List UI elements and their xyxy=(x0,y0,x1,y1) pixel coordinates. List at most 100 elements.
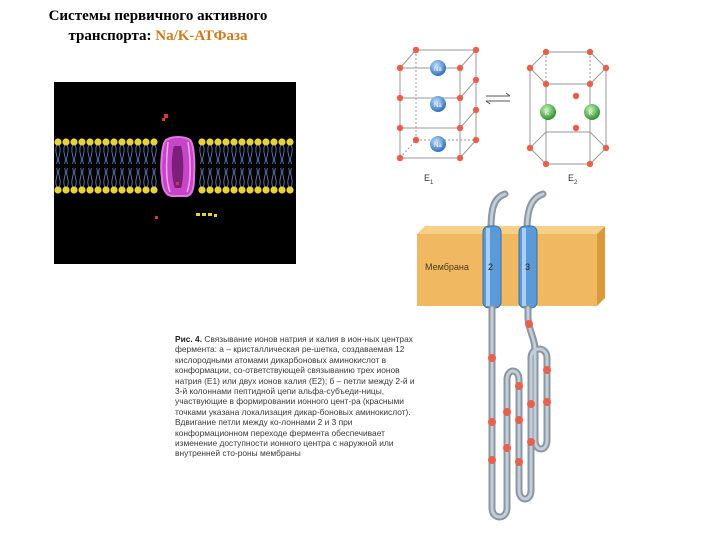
lipid-tail xyxy=(135,167,138,188)
lipid-tail xyxy=(55,144,58,165)
lipid-tail xyxy=(154,167,157,188)
lipid-head xyxy=(62,186,70,194)
lipid-tail xyxy=(271,144,274,165)
lipid-head xyxy=(286,138,294,146)
lipid-tail xyxy=(98,167,101,188)
ion-particle xyxy=(202,213,206,216)
lipid-tail xyxy=(250,167,253,188)
na-ion xyxy=(430,60,446,76)
lipid-tail xyxy=(103,167,106,188)
lipid-head xyxy=(78,138,86,146)
lipid-head xyxy=(214,138,222,146)
lipid-tail xyxy=(207,167,210,188)
lipid-tail xyxy=(146,167,149,188)
lipid-head xyxy=(238,138,246,146)
lipid-head xyxy=(198,138,206,146)
k-ions xyxy=(540,104,600,120)
lipid-tail xyxy=(106,144,109,165)
lipid-bilayer xyxy=(54,138,294,194)
ion-particle xyxy=(176,182,179,185)
lipid-tail xyxy=(151,144,154,165)
lipid-tail xyxy=(63,144,66,165)
lipid-tail xyxy=(218,144,221,165)
ion-particle xyxy=(214,214,217,217)
lipid-tail xyxy=(226,167,229,188)
lipid-head xyxy=(254,138,262,146)
lipid-head xyxy=(286,186,294,194)
ion-particle xyxy=(155,216,158,219)
dicarboxylic-sites xyxy=(488,320,551,466)
lipid-tail xyxy=(287,144,290,165)
lipid-tail xyxy=(263,144,266,165)
lipid-tail xyxy=(58,167,61,188)
lipid-tail xyxy=(223,167,226,188)
lipid-head xyxy=(198,186,206,194)
lipid-tail xyxy=(218,167,221,188)
lipid-head xyxy=(222,186,230,194)
lipid-tail xyxy=(95,144,98,165)
caption-lead: Рис. 4. xyxy=(175,334,203,344)
lattice-e2-nodes xyxy=(526,48,610,168)
lipid-head xyxy=(134,186,142,194)
lipid-tail xyxy=(290,167,293,188)
lipid-tail xyxy=(143,167,146,188)
ion-particle xyxy=(208,213,212,216)
lipid-head xyxy=(206,186,214,194)
lipid-head xyxy=(214,186,222,194)
lipid-tail xyxy=(111,144,114,165)
lipid-head xyxy=(62,138,70,146)
k-ion xyxy=(584,104,600,120)
lipid-tail xyxy=(82,167,85,188)
lipid-head xyxy=(270,138,278,146)
helix-membrane-figure: Мембрана 2 3 xyxy=(415,190,615,530)
lipid-head xyxy=(238,186,246,194)
state-e2-label: E xyxy=(568,173,574,183)
lipid-head xyxy=(54,138,62,146)
peptide-loop xyxy=(488,304,551,521)
lipid-tail xyxy=(106,167,109,188)
lipid-tail xyxy=(138,167,141,188)
lipid-tail xyxy=(71,167,74,188)
na-ions xyxy=(430,60,446,152)
figure-caption: Рис. 4. Связывание ионов натрия и калия … xyxy=(175,334,415,459)
lipid-tail xyxy=(199,167,202,188)
lipid-tail xyxy=(239,167,242,188)
lipid-head xyxy=(70,138,78,146)
lipid-tail xyxy=(98,144,101,165)
lipid-tail xyxy=(282,167,285,188)
lipid-tail xyxy=(247,144,250,165)
lipid-tail xyxy=(114,167,117,188)
lipid-head xyxy=(110,186,118,194)
slide-title: Системы первичного активного транспорта:… xyxy=(18,6,298,46)
lipid-tail xyxy=(119,144,122,165)
lipid-tail xyxy=(87,144,90,165)
lipid-tail xyxy=(58,144,61,165)
state-e1-label: E xyxy=(424,173,430,183)
lipid-tail xyxy=(215,167,218,188)
lipid-tail xyxy=(263,167,266,188)
lipid-tail xyxy=(231,144,234,165)
k-ion xyxy=(540,104,556,120)
lipid-head xyxy=(262,186,270,194)
lattice-e1-nodes xyxy=(396,46,480,162)
lipid-tail xyxy=(130,144,133,165)
lipid-tail xyxy=(71,144,74,165)
ion-particle xyxy=(162,118,165,121)
lipid-tail xyxy=(130,167,133,188)
lipid-head xyxy=(54,186,62,194)
membrane-illustration xyxy=(54,82,296,264)
lipid-tail xyxy=(55,167,58,188)
lipid-head xyxy=(150,138,158,146)
lipid-tail xyxy=(79,144,82,165)
lipid-tail xyxy=(282,144,285,165)
lipid-head xyxy=(142,186,150,194)
lipid-tail xyxy=(255,167,258,188)
lipid-tail xyxy=(199,144,202,165)
lipid-tail xyxy=(103,144,106,165)
lipid-tail xyxy=(258,167,261,188)
lipid-tail xyxy=(258,144,261,165)
lipid-tail xyxy=(271,167,274,188)
ion-particle xyxy=(164,114,168,118)
lipid-tail xyxy=(74,144,77,165)
lipid-tail xyxy=(146,144,149,165)
